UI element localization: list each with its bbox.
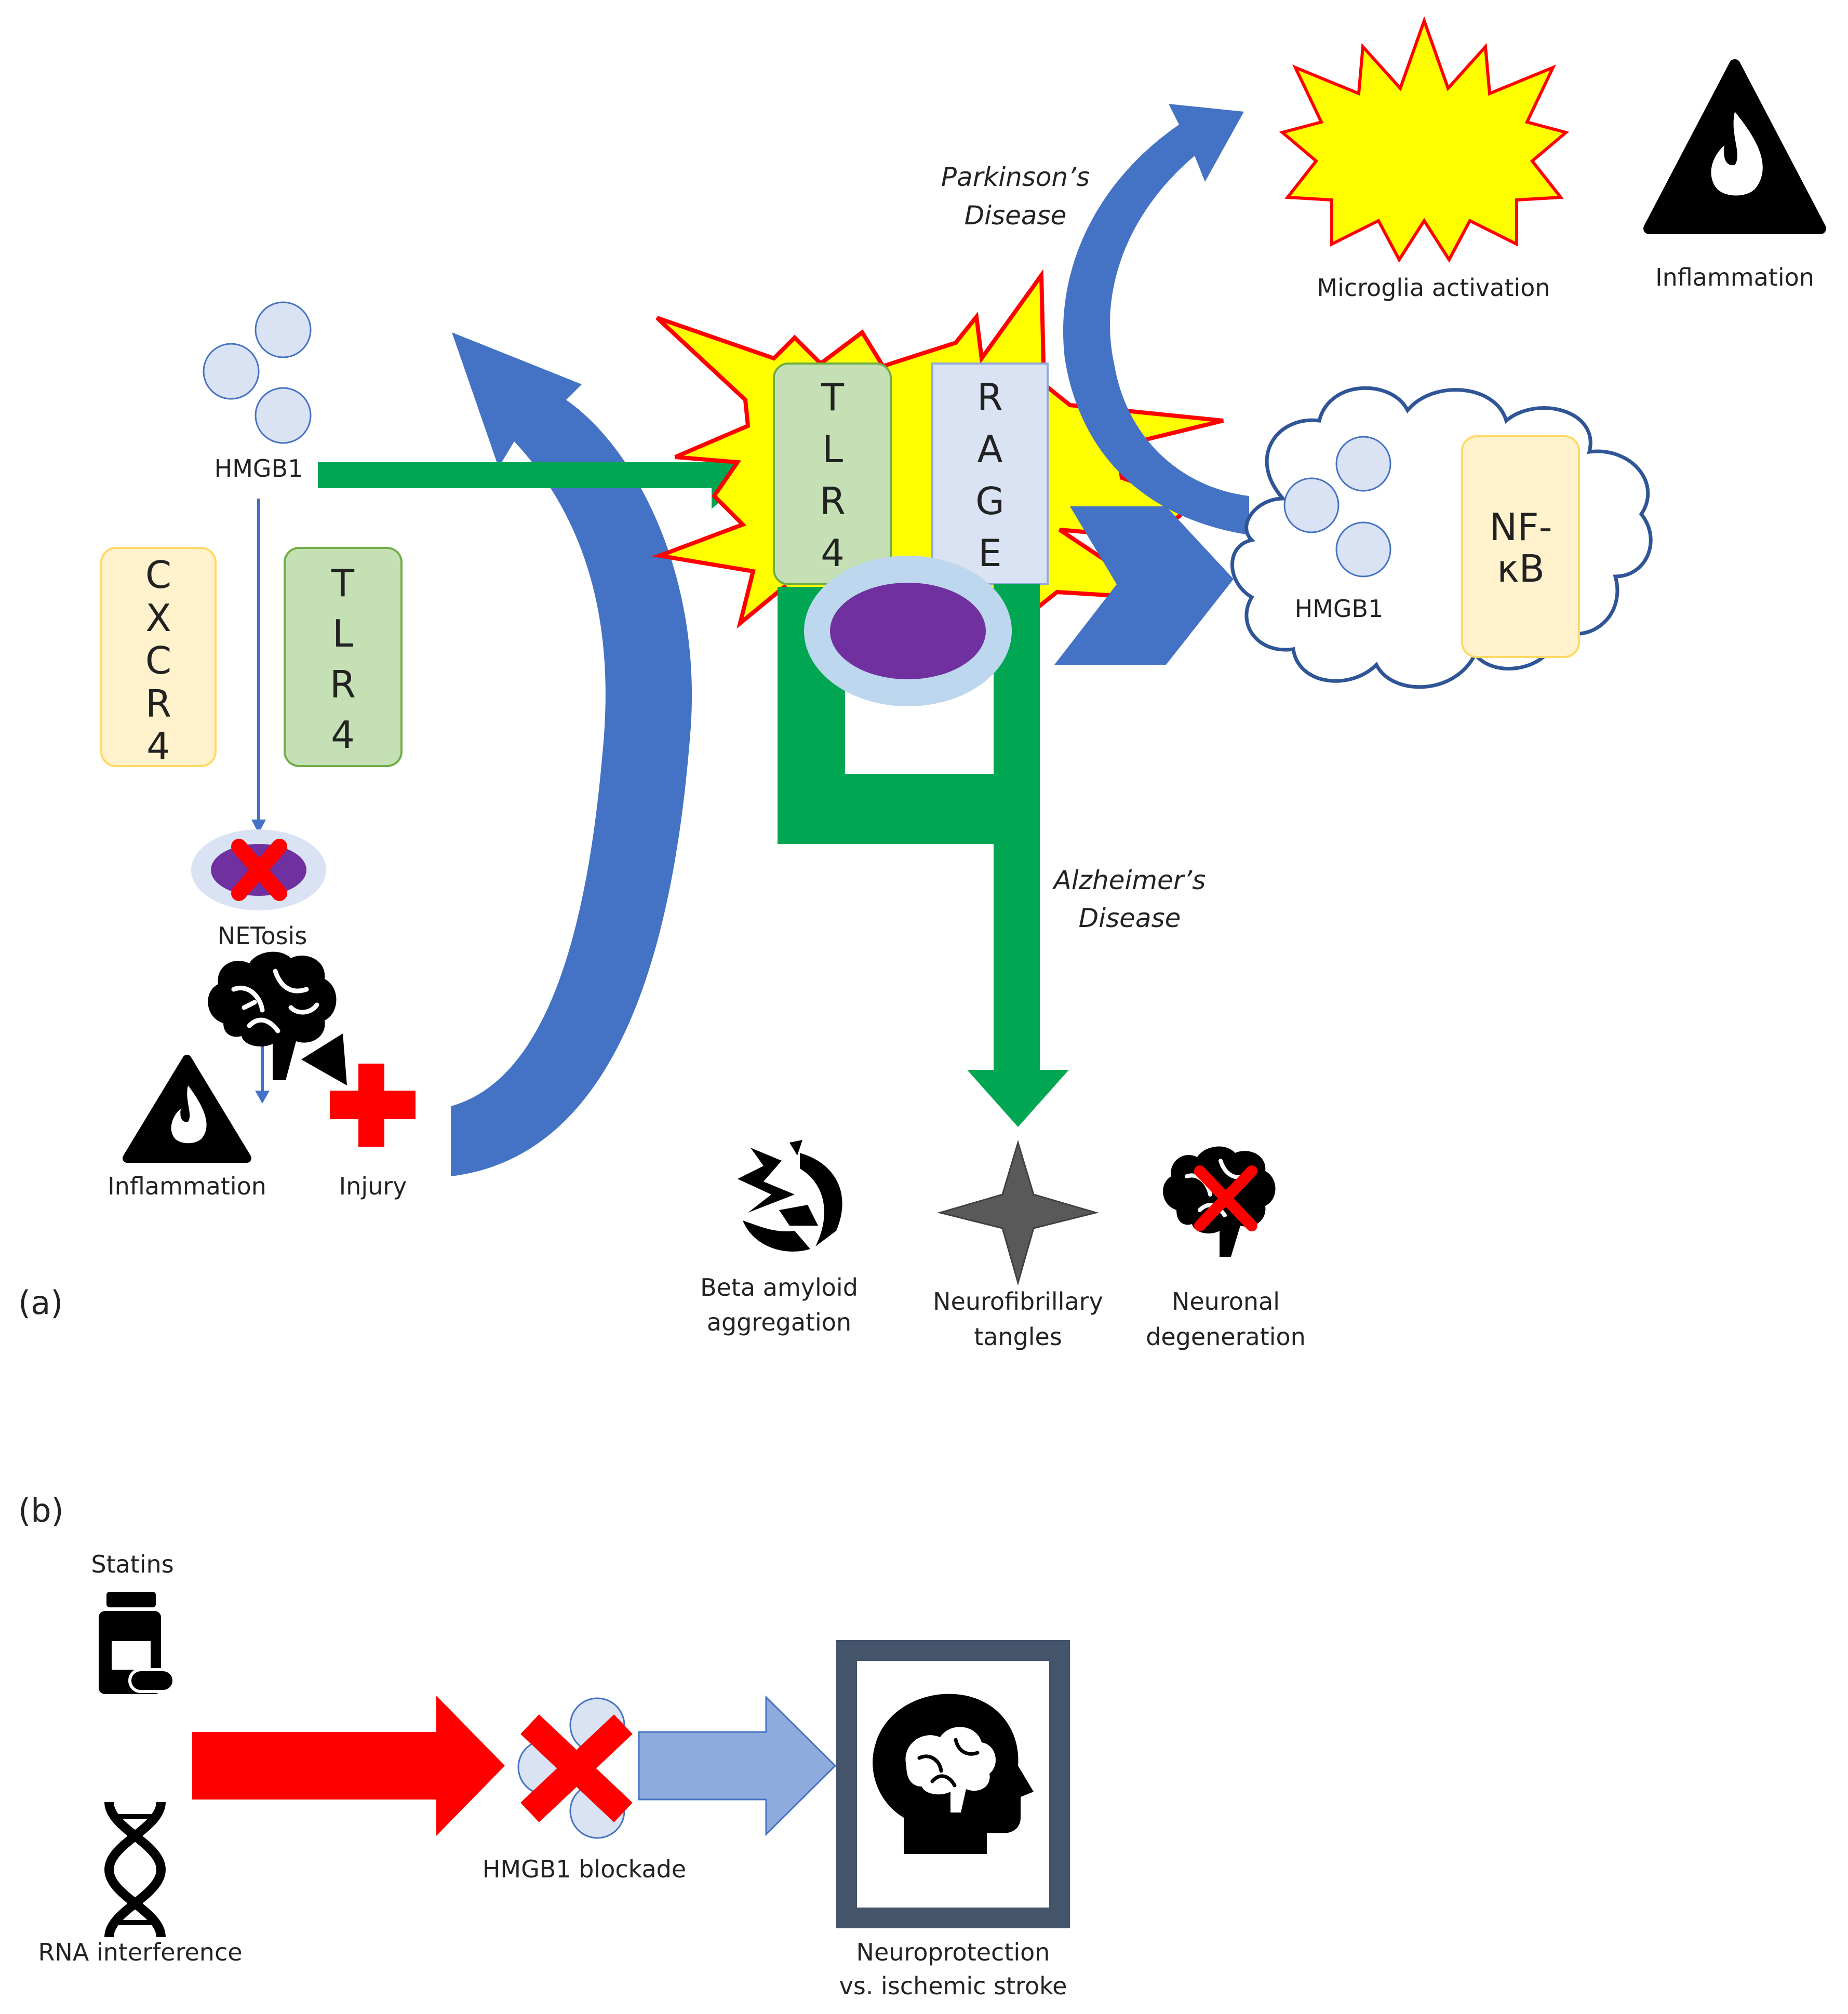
svg-text:A: A: [977, 427, 1002, 471]
alzheimers-label-line2: Disease: [1079, 903, 1181, 933]
svg-text:4: 4: [331, 713, 355, 757]
panel-a-label: (a): [18, 1284, 63, 1322]
green-pathway-to-alzheimers: [778, 584, 1069, 1127]
tangles-label-line2: tangles: [974, 1323, 1062, 1351]
neuroprotection-label-line2: vs. ischemic stroke: [839, 1972, 1067, 2000]
hmgb1-cloud-label: HMGB1: [1295, 595, 1384, 623]
svg-text:L: L: [822, 427, 843, 471]
hmgb1-blockade-label: HMGB1 blockade: [483, 1855, 686, 1883]
svg-text:E: E: [978, 531, 1002, 575]
hmgb1-to-netosis-arrow: [251, 499, 266, 834]
inflammation-right-label: Inflammation: [1655, 263, 1814, 291]
svg-text:G: G: [975, 479, 1005, 523]
rage-letters: R A G E: [975, 375, 1005, 575]
degeneration-label-line1: Neuronal: [1172, 1287, 1280, 1315]
fire-warning-icon-left: [123, 1055, 251, 1163]
hmgb1-blockade-cluster: [517, 1697, 633, 1839]
blue-curved-arrow-right: [1063, 104, 1249, 535]
green-arrow-hmgb1-to-tlr4: [318, 441, 751, 509]
svg-text:C: C: [145, 553, 171, 597]
immune-cell: [804, 556, 1012, 706]
hmgb1-left-cluster: [203, 301, 312, 444]
svg-text:R: R: [145, 682, 171, 726]
statins-label: Statins: [91, 1550, 173, 1578]
pill-bottle-icon: [99, 1592, 176, 1694]
svg-text:4: 4: [821, 531, 845, 575]
svg-text:R: R: [330, 663, 356, 706]
rna-interference-label: RNA interference: [38, 1938, 242, 1966]
svg-text:T: T: [821, 375, 845, 419]
fire-warning-icon-right: [1643, 59, 1826, 234]
nucleus-cloud: [1230, 386, 1653, 689]
hmgb1-left-label: HMGB1: [215, 454, 303, 482]
tlr4-left-receptor: [284, 547, 403, 767]
dna-icon: [104, 1801, 166, 1938]
svg-text:R: R: [977, 375, 1003, 419]
svg-text:C: C: [145, 639, 171, 682]
light-blue-arrow: [638, 1695, 837, 1836]
beta-amyloid-label-line1: Beta amyloid: [700, 1273, 858, 1301]
head-brain-icon: [873, 1694, 1034, 1854]
injury-label: Injury: [339, 1172, 407, 1200]
blue-chevron-arrow: [1054, 506, 1234, 665]
cross-icon: [330, 1064, 416, 1147]
inflammation-left-label: Inflammation: [108, 1172, 266, 1200]
tlr4-center-letters: T L R 4: [820, 375, 846, 575]
amyloid-icon: [738, 1140, 842, 1252]
red-x-icon: [231, 839, 287, 901]
svg-text:L: L: [332, 612, 353, 655]
rage-receptor: [931, 362, 1049, 585]
svg-text:T: T: [331, 561, 355, 605]
tlr4-left-letters: T L R 4: [330, 561, 356, 757]
red-arrow: [192, 1696, 505, 1836]
cxcr4-letters: C X C R 4: [145, 553, 171, 768]
microglia-label: Microglia activation: [1317, 274, 1550, 302]
panel-b-label: (b): [18, 1492, 64, 1529]
netosis-cell: [191, 829, 326, 910]
nfkb-label-line2: κB: [1497, 547, 1545, 590]
cxcr4-receptor: [100, 547, 217, 767]
blue-curved-arrow-left: [451, 332, 692, 1176]
red-x-icon: [520, 1714, 633, 1822]
beta-amyloid-label-line2: aggregation: [707, 1308, 851, 1336]
tangles-label-line1: Neurofibrillary: [933, 1287, 1103, 1315]
netosis-label: NETosis: [218, 922, 307, 950]
alzheimers-label-line1: Alzheimer’s: [1052, 865, 1206, 895]
microglia-star-icon: [1279, 16, 1570, 263]
parkinsons-label-line2: Disease: [965, 200, 1067, 231]
brain-icon: [208, 951, 347, 1085]
svg-text:R: R: [820, 479, 846, 523]
svg-text:4: 4: [146, 724, 170, 768]
parkinsons-label-line1: Parkinson’s: [941, 162, 1090, 192]
nfkb-box: [1461, 435, 1580, 658]
star-icon: [937, 1139, 1099, 1286]
svg-text:X: X: [145, 596, 171, 640]
brain-degeneration-icon: [1162, 1146, 1276, 1257]
neuroprotection-label-line1: Neuroprotection: [856, 1938, 1050, 1966]
degeneration-label-line2: degeneration: [1146, 1323, 1306, 1351]
nfkb-label-line1: NF-: [1489, 505, 1552, 549]
hmgb1-cloud-cluster: [1283, 436, 1391, 578]
